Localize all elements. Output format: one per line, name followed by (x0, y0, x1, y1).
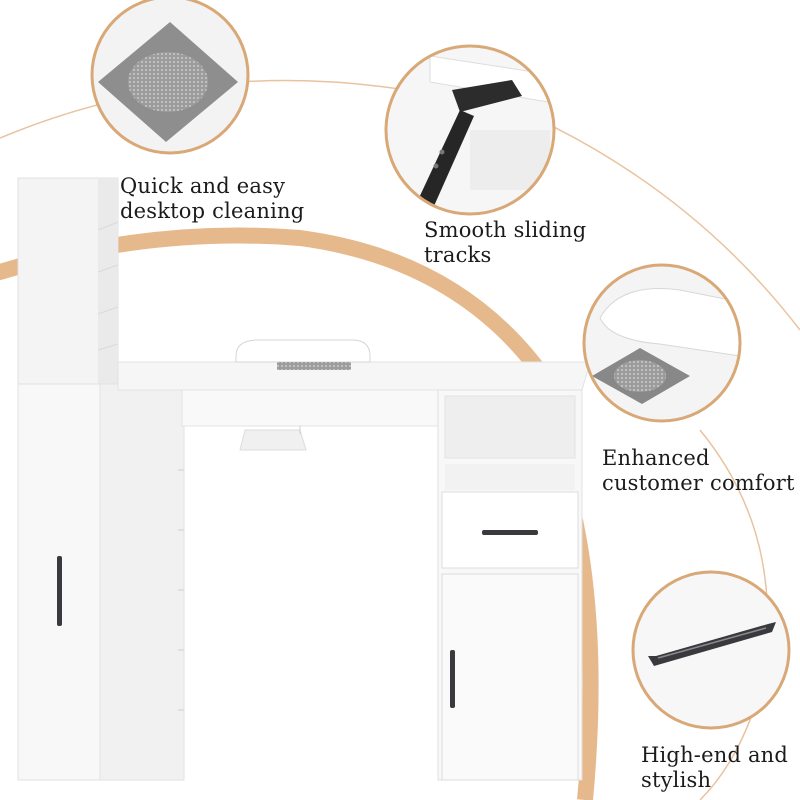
callout-stylish: High-end and stylish (641, 743, 788, 793)
manicure-table (17, 177, 591, 781)
callout-line: Enhanced (602, 446, 710, 470)
detail-sliding-tracks (384, 44, 556, 216)
callout-customer-comfort: Enhanced customer comfort (602, 446, 795, 496)
callout-line: stylish (641, 768, 712, 792)
callout-desktop-cleaning: Quick and easy desktop cleaning (120, 174, 304, 224)
detail-stylish-handle (631, 570, 791, 730)
detail-desktop-cleaning (90, 0, 250, 155)
callout-line: Smooth sliding (424, 218, 587, 242)
callout-line: desktop cleaning (120, 199, 305, 223)
detail-customer-comfort (582, 263, 742, 423)
callout-line: High-end and (641, 743, 789, 767)
drawer-handle (482, 530, 538, 535)
callout-line: Quick and easy (120, 174, 286, 198)
callout-line: customer comfort (602, 471, 795, 495)
cabinet-handle (57, 556, 62, 626)
callout-sliding-tracks: Smooth sliding tracks (424, 218, 586, 268)
door-handle (450, 650, 455, 708)
callout-line: tracks (424, 243, 492, 267)
